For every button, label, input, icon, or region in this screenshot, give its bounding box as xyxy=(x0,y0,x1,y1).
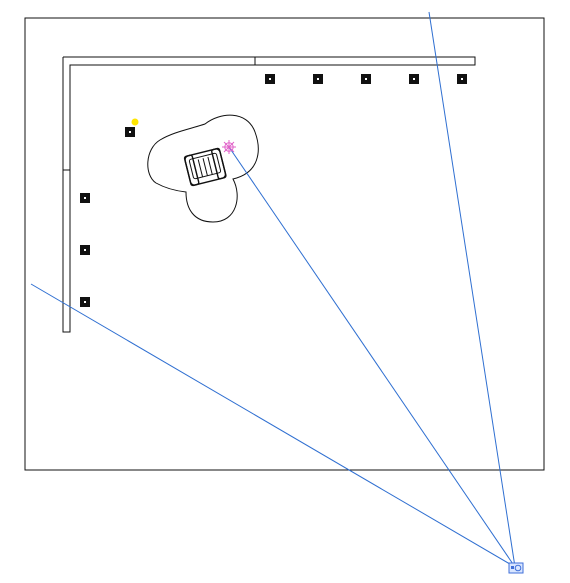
fixture xyxy=(409,74,419,84)
view-line-left xyxy=(30,283,516,568)
left-wall xyxy=(62,57,71,333)
view-line-right xyxy=(428,11,516,568)
top-wall xyxy=(63,56,476,170)
armchair-icon xyxy=(183,147,227,187)
fixture xyxy=(361,74,371,84)
fixture xyxy=(80,297,90,307)
fixture xyxy=(313,74,323,84)
zone-outline xyxy=(147,114,259,223)
crosshair-target-icon[interactable] xyxy=(222,140,236,154)
fixture xyxy=(80,245,90,255)
fixture xyxy=(457,74,467,84)
upper-left-fixture xyxy=(125,127,135,137)
camera-view-lines xyxy=(30,11,516,568)
left-fixture-column xyxy=(80,193,90,307)
top-fixture-row xyxy=(265,74,467,84)
view-line-target xyxy=(228,146,516,568)
fixture xyxy=(80,193,90,203)
indicator-dot xyxy=(131,118,139,126)
room-boundary xyxy=(24,17,545,471)
camera-icon[interactable] xyxy=(508,562,524,574)
fixture xyxy=(265,74,275,84)
